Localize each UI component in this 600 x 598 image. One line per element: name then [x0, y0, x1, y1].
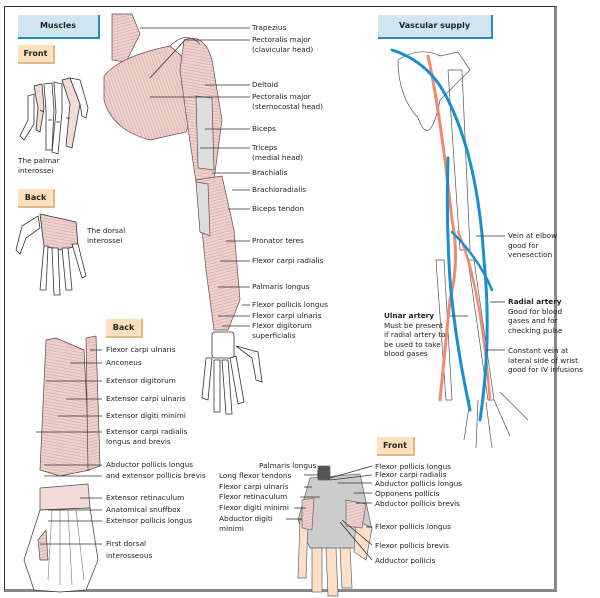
palmar-interossei-caption: The palmar interossei	[18, 156, 60, 175]
label-hand-palmaris-longus: Palmaris longus	[259, 461, 317, 470]
label-abductor-pollicis-longus-brevis: Abductor pollicis longus and extensor po…	[106, 460, 206, 480]
label-vein-at-elbow: Vein at elbow good for venesection	[508, 231, 558, 259]
label-trapezius: Trapezius	[252, 23, 287, 32]
label-extensor-digitorum: Extensor digitorum	[106, 376, 176, 385]
label-hand-abductor-pollicis-longus: Abductor pollicis longus	[375, 479, 463, 488]
label-constant-vein: Constant vein at lateral side of wrist g…	[508, 346, 583, 374]
label-thumb-flexor-pollicis-longus: Flexor pollicis longus	[375, 522, 451, 531]
arm-muscle-illustration	[103, 13, 241, 331]
muscles-back-tag: Back	[18, 189, 55, 208]
label-pronator-teres: Pronator teres	[252, 236, 304, 245]
label-long-flexor-tendons: Long flexor tendons	[219, 471, 292, 480]
label-pectoralis-clavicular: Pectoralis major (clavicular head)	[252, 35, 314, 54]
label-back-flexor-carpi-ulnaris: Flexor carpi ulnaris	[106, 345, 176, 354]
label-extensor-pollicis-longus: Extensor pollicis longus	[106, 516, 193, 525]
label-extensor-retinaculum: Extensor retinaculum	[106, 493, 185, 502]
dorsal-interossei-hand	[15, 213, 87, 296]
label-pectoralis-sternocostal: Pectoralis major (sternocostal head)	[252, 92, 323, 111]
dorsal-interossei-caption: The dorsal interossei	[87, 226, 126, 245]
arm-hand-skeleton	[201, 331, 263, 415]
label-flexor-carpi-radialis: Flexor carpi radialis	[252, 256, 324, 265]
label-extensor-carpi-ulnaris: Extensor carpi ulnaris	[106, 394, 186, 403]
label-biceps: Biceps	[252, 124, 276, 133]
label-hand-flexor-pollicis-longus: Flexor pollicis longus	[375, 462, 451, 471]
basilic-vein	[445, 156, 472, 412]
label-extensor-digiti-minimi: Extensor digiti minimi	[106, 411, 186, 420]
label-brachioradialis: Brachioradialis	[252, 185, 307, 194]
blood-vessels	[390, 48, 494, 422]
forearm-back-tag: Back	[106, 319, 143, 338]
label-hand-flexor-carpi-radialis: Flexor carpi radialis	[375, 470, 447, 479]
label-flexor-retinaculum: Flexor retinaculum	[219, 492, 288, 501]
forearm-back-illustration	[23, 335, 101, 593]
vascular-supply-title: Vascular supply	[378, 15, 493, 39]
vascular-skeleton	[397, 51, 529, 449]
hand-front-tag: Front	[377, 437, 415, 456]
label-deltoid: Deltoid	[252, 80, 279, 89]
label-flexor-pollicis-brevis: Flexor pollicis brevis	[375, 541, 449, 550]
cephalic-vein	[390, 48, 489, 422]
median-cubital-vein	[450, 230, 494, 292]
front-hand-illustration	[297, 465, 373, 597]
label-ulnar-artery: Ulnar artery Must be present if radial a…	[384, 311, 446, 358]
label-hand-flexor-carpi-ulnaris: Flexor carpi ulnaris	[219, 482, 289, 491]
label-radial-artery: Radial artery Good for blood gases and f…	[508, 297, 563, 335]
label-triceps: Triceps (medial head)	[252, 143, 303, 162]
label-flexor-carpi-ulnaris: Flexor carpi ulnaris	[252, 311, 322, 320]
palmar-interossei-hand	[19, 77, 89, 155]
label-opponens-pollicis: Opponens pollicis	[375, 489, 440, 498]
brachial-artery	[426, 54, 458, 402]
diagram-frame	[4, 6, 557, 592]
muscles-front-tag: Front	[18, 45, 55, 64]
label-flexor-digitorum-superficialis: Flexor digitorum superficialis	[252, 321, 312, 340]
label-extensor-carpi-radialis: Extensor carpi radialis longus and brevi…	[106, 427, 188, 446]
label-abductor-pollicis-brevis: Abductor pollicis brevis	[375, 499, 460, 508]
label-brachialis: Brachialis	[252, 168, 288, 177]
label-anconeus: Anconeus	[106, 358, 142, 367]
label-flexor-pollicis-longus: Flexor pollicis longus	[252, 300, 328, 309]
label-abductor-digiti-minimi: Abductor digiti minimi	[219, 514, 273, 533]
label-adductor-pollicis: Adductor pollicis	[375, 556, 436, 565]
label-flexor-digiti-minimi: Flexor digiti minimi	[219, 503, 289, 512]
label-first-dorsal-interosseous: First dorsal interosseous	[106, 539, 153, 560]
label-biceps-tendon: Biceps tendon	[252, 204, 304, 213]
label-palmaris-longus: Palmaris longus	[252, 282, 310, 291]
muscles-title: Muscles	[18, 15, 100, 39]
label-anatomical-snuffbox: Anatomical snuffbox	[106, 505, 181, 514]
